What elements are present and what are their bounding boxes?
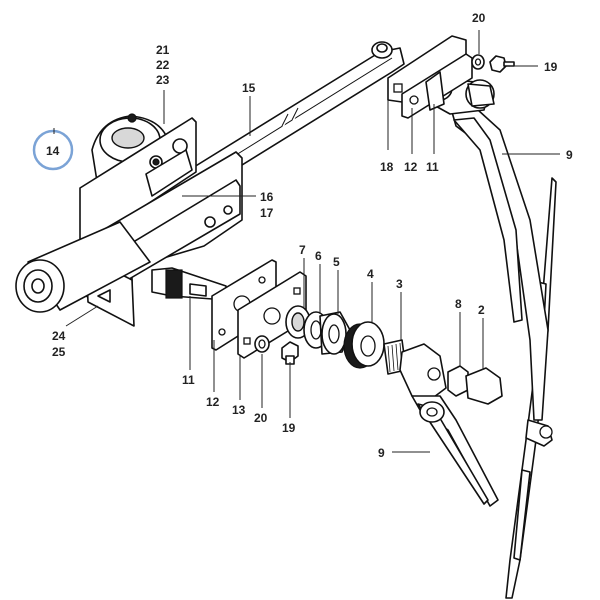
label-13: 13 <box>232 403 246 417</box>
label-12-right: 12 <box>404 160 418 174</box>
label-23: 23 <box>156 73 170 87</box>
label-24: 24 <box>52 329 66 343</box>
label-7: 7 <box>299 243 306 257</box>
spindle-bushings <box>285 305 407 375</box>
label-3: 3 <box>396 277 403 291</box>
label-17: 17 <box>260 206 274 220</box>
label-19-top: 19 <box>544 60 558 74</box>
leader-lines <box>53 30 560 453</box>
highlight-ring <box>32 129 74 171</box>
label-25: 25 <box>52 345 66 359</box>
label-18: 18 <box>380 160 394 174</box>
label-14: 14 <box>46 144 60 158</box>
spindle-shaft <box>425 71 445 111</box>
label-4: 4 <box>367 267 374 281</box>
label-20-top: 20 <box>472 11 486 25</box>
gasket-plates <box>211 259 307 359</box>
nut-washer-top <box>471 54 515 73</box>
label-6: 6 <box>315 249 322 263</box>
label-8: 8 <box>455 297 462 311</box>
label-9-right: 9 <box>566 148 573 162</box>
wiper-arm-right <box>427 75 549 421</box>
label-22: 22 <box>156 58 170 72</box>
label-11-right: 11 <box>426 160 439 174</box>
callout-labels: 20 19 9 21 22 23 15 14 16 17 18 12 11 7 … <box>46 11 573 460</box>
label-2: 2 <box>478 303 485 317</box>
label-19-lower: 19 <box>282 421 296 435</box>
label-15: 15 <box>242 81 256 95</box>
wiper-arm-lower <box>399 343 503 507</box>
label-21: 21 <box>156 43 170 57</box>
nut-washer-lower <box>254 335 299 365</box>
label-5: 5 <box>333 255 340 269</box>
label-9-lower: 9 <box>378 446 385 460</box>
label-11-left: 11 <box>182 373 195 387</box>
label-20-lower: 20 <box>254 411 268 425</box>
label-12-left: 12 <box>206 395 220 409</box>
label-16: 16 <box>260 190 274 204</box>
